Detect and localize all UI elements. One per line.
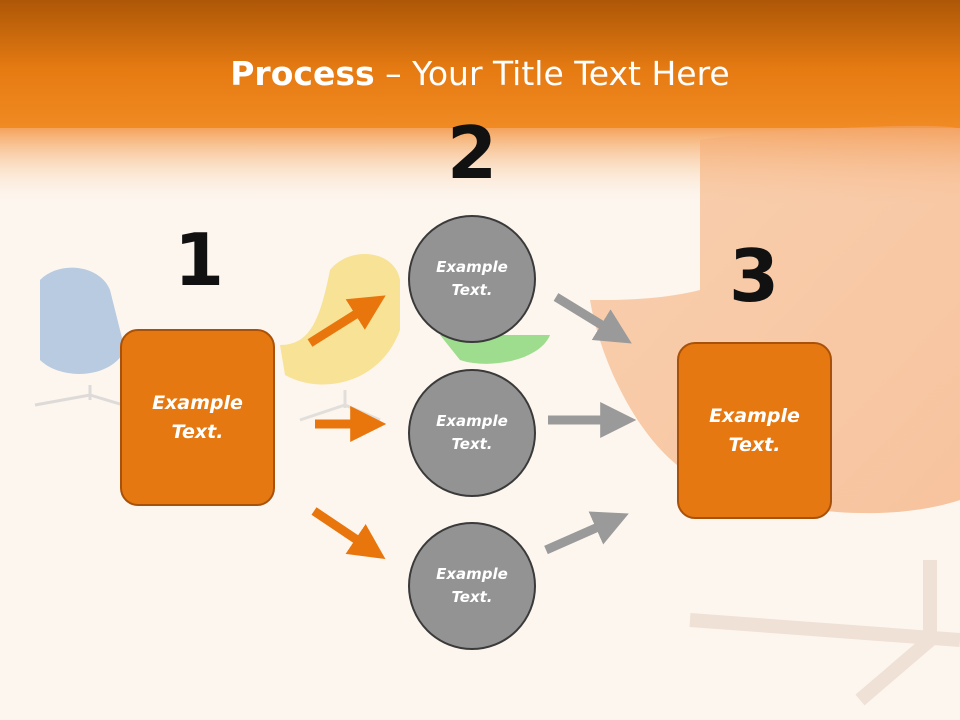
step-number-3: 3 (728, 234, 780, 318)
title-bold: Process (230, 54, 375, 93)
circle-top-text: Example Text. (436, 258, 508, 299)
title-rest: – Your Title Text Here (374, 54, 730, 93)
step-1-box: Example Text. (120, 329, 275, 506)
step-3-text: Example Text. (709, 404, 800, 456)
arrow-top-to-3 (553, 293, 632, 344)
arrow-1-to-bottom (311, 507, 386, 560)
step-2-circle-middle: Example Text. (408, 369, 536, 497)
circle-middle-text: Example Text. (436, 412, 508, 453)
step-2-circle-top: Example Text. (408, 215, 536, 343)
circle-bottom-text: Example Text. (436, 565, 508, 606)
step-3-box: Example Text. (677, 342, 832, 519)
step-2-circle-bottom: Example Text. (408, 522, 536, 650)
arrow-bottom-to-3 (544, 511, 629, 555)
arrow-1-to-top (307, 295, 386, 347)
step-1-text: Example Text. (152, 391, 243, 443)
step-number-1: 1 (173, 218, 225, 302)
slide-title: Process – Your Title Text Here (0, 52, 960, 96)
step-number-2: 2 (446, 111, 498, 195)
